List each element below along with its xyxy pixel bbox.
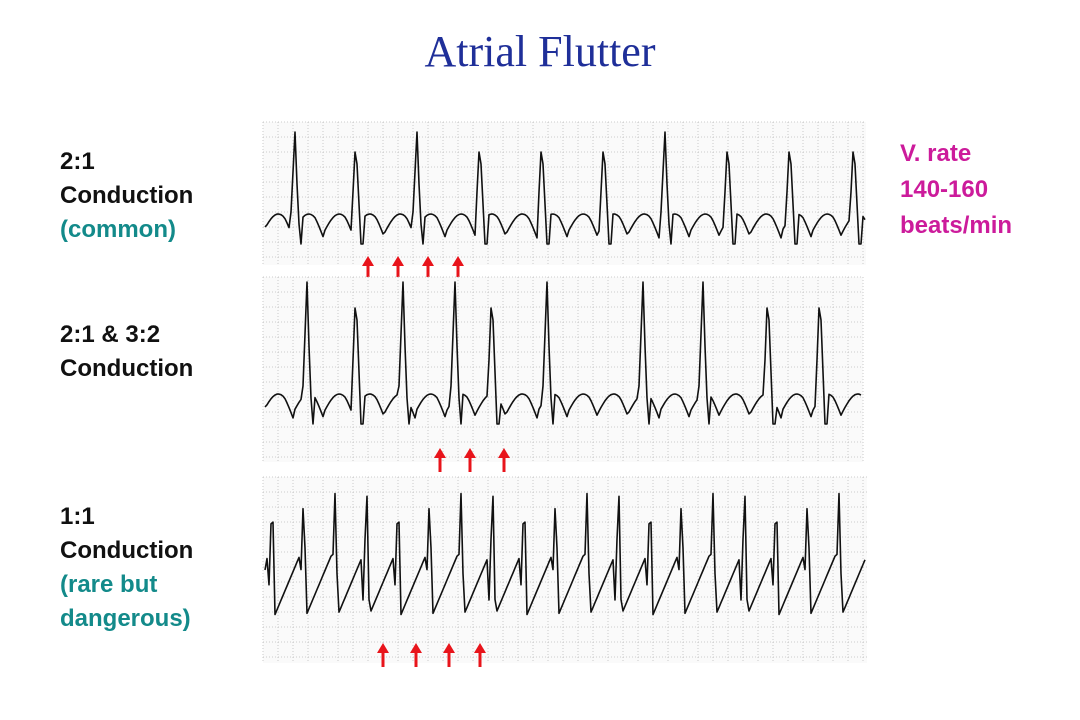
arrow-head [474, 643, 486, 653]
arrow-head [434, 448, 446, 458]
arrow-head [362, 256, 374, 266]
strip-2-label: 2:1 & 3:2 Conduction [60, 318, 193, 386]
rate-line-1: V. rate [900, 140, 972, 167]
strip-3-paper [263, 477, 867, 663]
page-title: Atrial Flutter [424, 27, 656, 76]
strip-2-flutter-wave-arrow [434, 448, 446, 472]
strip-3-note-line-1: (rare but [60, 571, 158, 598]
strip-3-flutter-wave-arrow [443, 643, 455, 667]
rate-line-3: beats/min [900, 212, 1013, 239]
arrow-head [464, 448, 476, 458]
ecg-strip-3 [262, 476, 867, 667]
strip-2-ratio: 2:1 & 3:2 [60, 321, 161, 348]
arrow-head [422, 256, 434, 266]
strip-2-ecg-trace [264, 281, 862, 425]
strip-1-ratio: 2:1 [60, 148, 95, 175]
arrow-head [392, 256, 404, 266]
strip-3-conduction: Conduction [60, 537, 194, 564]
arrow-head [452, 256, 464, 266]
strip-3-flutter-wave-arrow [377, 643, 389, 667]
arrow-head [377, 643, 389, 653]
strip-1-ecg-trace [264, 131, 866, 245]
strip-3-ratio: 1:1 [60, 503, 95, 530]
ventricular-rate-annotation: V. rate 140-160 beats/min [900, 136, 1012, 244]
arrow-head [410, 643, 422, 653]
ecg-strip-2 [262, 276, 864, 472]
strip-3-label: 1:1 Conduction (rare but dangerous) [60, 500, 193, 636]
strip-2-conduction: Conduction [60, 355, 194, 382]
arrow-head [443, 643, 455, 653]
strip-2-flutter-wave-arrow [464, 448, 476, 472]
strip-3-note-line-2: dangerous) [60, 605, 191, 632]
strip-1-conduction: Conduction [60, 182, 194, 209]
rate-line-2: 140-160 [900, 176, 989, 203]
arrow-head [498, 448, 510, 458]
strip-2-flutter-wave-arrow [498, 448, 510, 472]
ecg-strip-1 [262, 121, 866, 280]
strip-3-flutter-wave-arrow [410, 643, 422, 667]
strip-1-label: 2:1 Conduction (common) [60, 145, 193, 247]
strip-3-ecg-trace [264, 492, 866, 616]
strip-1-note: (common) [60, 216, 176, 243]
strip-3-flutter-wave-arrow [474, 643, 486, 667]
